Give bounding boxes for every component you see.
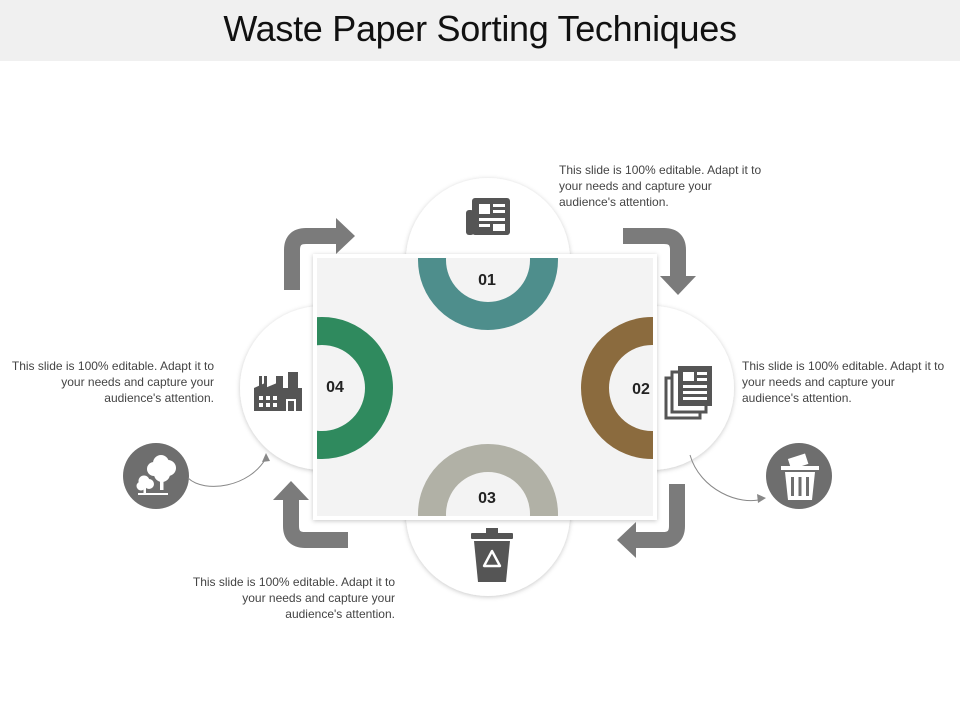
- arrow-top-left-body: [284, 228, 336, 290]
- arrow-bottom-left: [273, 481, 348, 548]
- connector-left-head: [262, 453, 270, 462]
- step-number-02: 02: [632, 381, 650, 398]
- connector-right: [689, 454, 763, 502]
- arrow-bottom-left-body: [283, 500, 348, 548]
- step-number-01: 01: [478, 272, 496, 289]
- recycle-bin-icon: [471, 528, 513, 582]
- ring-step-02: [581, 317, 653, 459]
- arrow-bottom-right: [617, 484, 685, 558]
- ring-step-04: [317, 317, 393, 459]
- factory-icon: [254, 372, 302, 411]
- trees-icon: [136, 455, 176, 495]
- step-04-description: This slide is 100% editable. Adapt it to…: [11, 359, 214, 405]
- step-number-04: 04: [326, 379, 344, 396]
- arrow-top-right-head: [660, 276, 696, 295]
- step-number-03: 03: [478, 490, 496, 507]
- ring-step-01: [418, 258, 558, 330]
- arrow-bottom-left-head: [273, 481, 309, 500]
- step-02-description: This slide is 100% editable. Adapt it to…: [742, 359, 945, 405]
- arrow-top-right-body: [623, 228, 686, 278]
- ring-step-03: [418, 444, 558, 516]
- arrow-bottom-right-head: [617, 522, 636, 558]
- step-03-description: This slide is 100% editable. Adapt it to…: [192, 575, 395, 621]
- connector-left: [187, 457, 267, 487]
- paper-stack-icon: [664, 366, 712, 420]
- page-title: Waste Paper Sorting Techniques: [223, 8, 737, 49]
- connector-right-head: [757, 494, 766, 503]
- arrow-bottom-right-body: [636, 484, 685, 548]
- arrow-top-right: [623, 228, 696, 295]
- arrow-top-left-head: [336, 218, 355, 254]
- arrow-top-left: [284, 218, 355, 290]
- paper-bin-icon: [781, 453, 819, 500]
- title-bar: [0, 0, 960, 61]
- step-01-description: This slide is 100% editable. Adapt it to…: [559, 163, 762, 209]
- newspaper-icon: [466, 198, 510, 235]
